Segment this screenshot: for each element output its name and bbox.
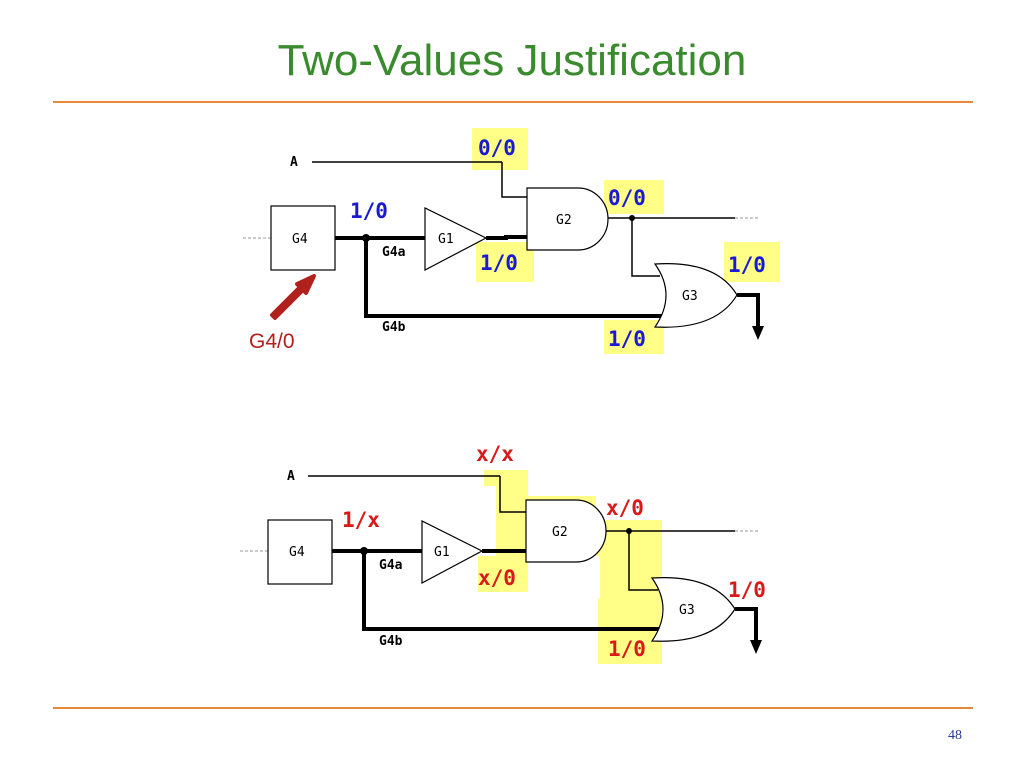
page-number: 48: [948, 728, 962, 743]
fault-arrow-icon: [270, 274, 316, 320]
fanout-dot-g4: [362, 234, 370, 242]
wire-g1-to-g2: [486, 235, 527, 240]
value-g3-out: 1/0: [728, 578, 766, 602]
value-g4b: 1/0: [608, 327, 646, 351]
value-g3-out: 1/0: [728, 253, 766, 277]
top-divider: [53, 101, 973, 103]
wire-g3-out: [735, 607, 758, 642]
gate-g2-label: G2: [552, 525, 568, 540]
highlight-g2-out-value: [604, 180, 664, 214]
gate-g1-buffer: [421, 520, 484, 584]
gate-g3-label: G3: [682, 289, 698, 304]
value-g4b: 1/0: [608, 637, 646, 661]
value-a: 0/0: [478, 136, 516, 160]
highlight-a-value: [472, 128, 528, 170]
wire-g3-out: [737, 293, 760, 328]
input-a-label: A: [290, 155, 298, 170]
fanout-dot-g2: [626, 528, 632, 534]
value-g1-out: x/0: [478, 566, 516, 590]
gate-g2-and: [526, 187, 609, 251]
circuit-top: A G4 G1 G2 G3 G4a G4b 0/0 1/0 1/0 0/0 1/…: [243, 128, 780, 354]
highlight-g3-out-value: [724, 242, 780, 282]
gate-g2-and: [525, 499, 607, 563]
highlight-g4b-value: [604, 320, 664, 354]
branch-g4b-label: G4b: [382, 320, 406, 335]
wire-g4b: [364, 238, 665, 318]
value-g2-out: x/0: [606, 496, 644, 520]
input-a-label: A: [287, 469, 295, 484]
highlight-g1-out-value: [476, 242, 534, 282]
value-g4: 1/0: [350, 199, 388, 223]
gate-g4: [270, 205, 336, 271]
wire-a-to-g2: [501, 162, 527, 198]
value-g1-out: 1/0: [480, 251, 518, 275]
slide-title: Two-Values Justification: [277, 36, 747, 85]
value-a: x/x: [476, 442, 514, 466]
g3-output-arrow-head: [752, 326, 764, 340]
wire-g2-to-g3: [628, 531, 658, 591]
gate-g3-label: G3: [679, 603, 695, 618]
value-g2-out: 0/0: [608, 186, 646, 210]
circuit-bottom: A G4 G1 G2 G3 G4a G4b x/x 1/x x/0 x/0 1/…: [240, 442, 780, 664]
wire-a-to-g2: [499, 476, 526, 513]
fanout-dot-g4: [360, 547, 368, 555]
wire-g2-to-g3: [631, 218, 660, 277]
gate-g1-label: G1: [438, 232, 454, 247]
highlight-propagation-region: [478, 470, 662, 664]
fault-label: G4/0: [249, 330, 295, 353]
gate-g1-label: G1: [434, 545, 450, 560]
branch-g4b-label: G4b: [379, 634, 403, 649]
gate-g4-label: G4: [289, 545, 305, 560]
wire-g4b: [362, 551, 662, 631]
branch-g4a-label: G4a: [379, 558, 403, 573]
gate-g2-label: G2: [556, 213, 572, 228]
gate-g4-label: G4: [292, 232, 308, 247]
highlight-g3-out-value: [726, 578, 780, 606]
gate-g1-buffer: [424, 207, 488, 271]
gate-g3-or: [650, 576, 736, 642]
fanout-dot-g2: [629, 215, 635, 221]
g3-output-arrow-head: [750, 640, 762, 654]
gate-g3-or: [653, 262, 738, 328]
gate-g4: [267, 519, 333, 585]
bottom-divider: [53, 707, 973, 709]
branch-g4a-label: G4a: [382, 245, 406, 260]
value-g4: 1/x: [342, 508, 380, 532]
